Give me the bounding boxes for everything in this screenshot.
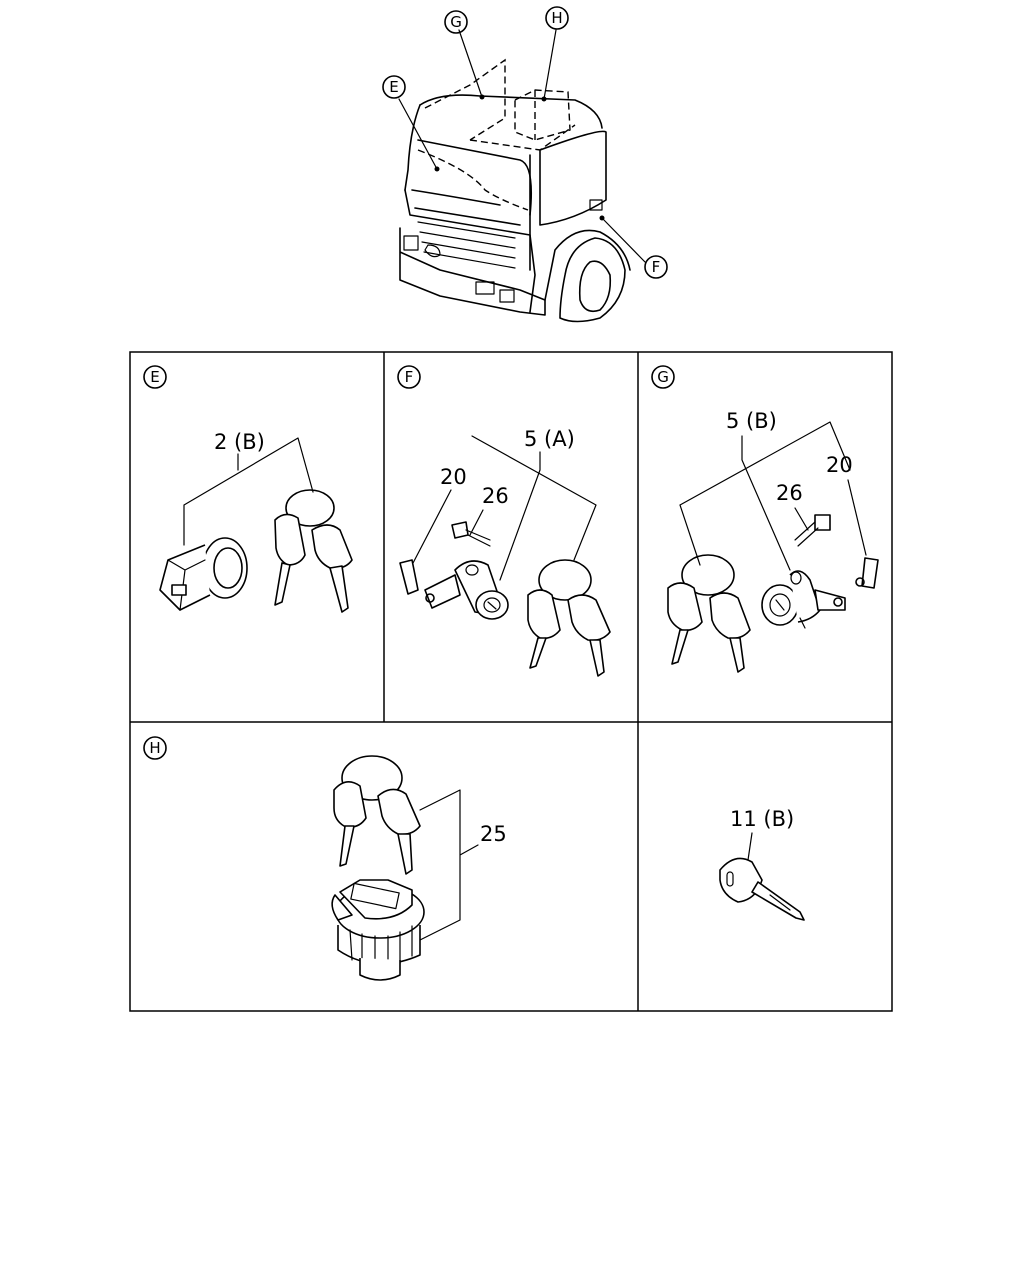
label-part-26-f: 26 (482, 484, 509, 508)
clip-20-g (855, 557, 879, 589)
panel-g: G 5 (B) 20 26 (651, 365, 879, 673)
svg-text:E: E (150, 368, 159, 386)
svg-text:F: F (405, 368, 414, 386)
callout-g-top: G (444, 10, 468, 34)
door-lock-cylinder-f (424, 560, 509, 620)
single-key-11b (719, 857, 805, 921)
label-part-2b: 2 (B) (214, 430, 265, 454)
panel-e: E 2 (B) (143, 365, 353, 613)
callout-f-panel: F (397, 365, 421, 389)
callout-e-top: E (382, 75, 406, 99)
panel-key: 11 (B) (719, 807, 805, 921)
door-lock-cylinder-g (761, 570, 846, 629)
callout-g-panel: G (651, 365, 675, 389)
bolt-26-g (794, 514, 831, 547)
key-set-g (667, 554, 751, 673)
key-set-e (274, 489, 353, 613)
svg-text:G: G (450, 13, 462, 31)
bolt-26-f (451, 521, 491, 547)
label-part-5a: 5 (A) (524, 427, 575, 451)
svg-text:G: G (657, 368, 669, 386)
callout-f-top: F (644, 255, 668, 279)
panel-h: H 25 (143, 736, 507, 981)
key-set-h (333, 755, 421, 875)
label-part-11b: 11 (B) (730, 807, 794, 831)
label-part-20-g: 20 (826, 453, 853, 477)
callout-e-panel: E (143, 365, 167, 389)
panel-grid (129, 351, 893, 1012)
label-part-5b: 5 (B) (726, 409, 777, 433)
fuel-tank-cap (331, 879, 425, 981)
truck-cab-illustration (399, 58, 631, 323)
svg-text:H: H (551, 9, 562, 27)
panel-f: F 5 (A) 20 26 (397, 365, 611, 677)
label-part-25: 25 (480, 822, 507, 846)
ignition-lock-cylinder (159, 537, 248, 611)
callout-h-top: H (545, 6, 569, 30)
label-part-26-g: 26 (776, 481, 803, 505)
svg-text:F: F (652, 258, 661, 276)
clip-20-f (399, 559, 419, 595)
key-set-f (527, 559, 611, 677)
label-part-20-f: 20 (440, 465, 467, 489)
callout-h-panel: H (143, 736, 167, 760)
svg-text:H: H (149, 739, 160, 757)
svg-text:E: E (389, 78, 398, 96)
